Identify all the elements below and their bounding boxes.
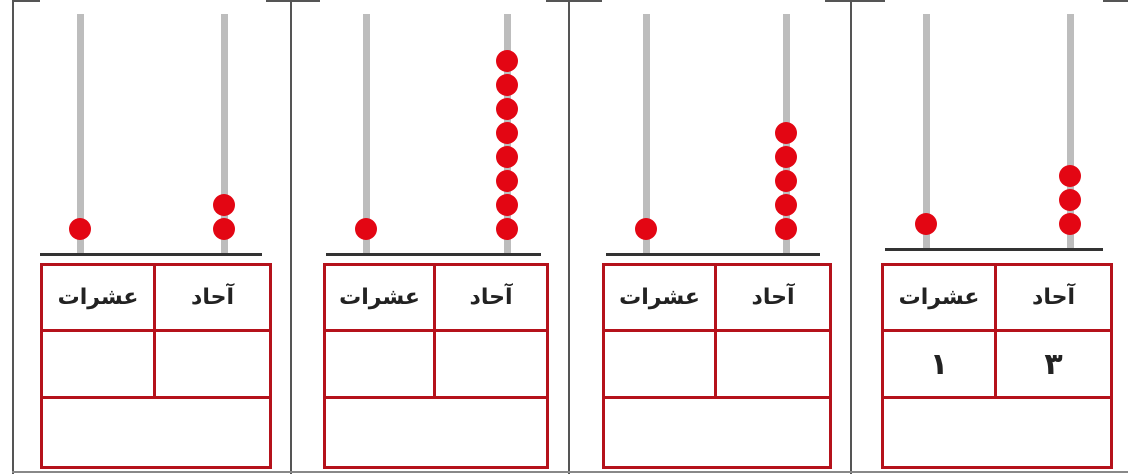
- tens-header: عشرات: [605, 266, 717, 329]
- ones-bead: [496, 146, 518, 168]
- table-header-row: عشرات آحاد: [326, 266, 546, 329]
- table-value-row: [326, 329, 546, 396]
- abacus-base: [885, 248, 1103, 251]
- tens-bead: [355, 218, 377, 240]
- tens-value-cell[interactable]: [326, 329, 436, 396]
- ones-header: آحاد: [191, 285, 234, 310]
- tens-bead: [915, 213, 937, 235]
- frame-top-segment: [12, 0, 40, 2]
- table-header-row: عشرات آحاد: [43, 266, 269, 329]
- tens-bead: [69, 218, 91, 240]
- ones-value-cell[interactable]: [436, 329, 546, 396]
- panel-divider: [290, 0, 292, 474]
- tens-rod: [923, 14, 930, 248]
- abacus-base: [40, 253, 262, 256]
- tens-header: عشرات: [884, 266, 997, 329]
- table-total-row: [326, 396, 546, 466]
- ones-bead: [1059, 189, 1081, 211]
- ones-bead: [496, 218, 518, 240]
- table-header-row: عشرات آحاد: [884, 266, 1110, 329]
- table-total-row: [43, 396, 269, 466]
- table-total-row: [605, 396, 829, 466]
- ones-bead: [775, 194, 797, 216]
- ones-bead: [1059, 165, 1081, 187]
- frame-top-segment: [546, 0, 602, 2]
- ones-bead: [1059, 213, 1081, 235]
- frame-bottom-edge: [12, 471, 1128, 473]
- table-value-row: [605, 329, 829, 396]
- tens-value-cell[interactable]: [605, 329, 717, 396]
- frame-top-segment: [825, 0, 885, 2]
- ones-header: آحاد: [1032, 285, 1075, 310]
- tens-rod: [363, 14, 370, 253]
- panel-divider: [568, 0, 570, 474]
- frame-top-segment: [1103, 0, 1128, 2]
- ones-bead: [496, 170, 518, 192]
- ones-value-cell[interactable]: [717, 329, 829, 396]
- tens-header: عشرات: [326, 266, 436, 329]
- tens-header: عشرات: [43, 266, 156, 329]
- number-answer-cell[interactable]: [605, 396, 829, 466]
- ones-value-cell[interactable]: [156, 329, 269, 396]
- ones-bead: [496, 50, 518, 72]
- tens-rod: [77, 14, 84, 253]
- ones-value-cell[interactable]: ٣: [997, 329, 1110, 396]
- ones-bead: [213, 218, 235, 240]
- ones-bead: [213, 194, 235, 216]
- table-total-row: [884, 396, 1110, 466]
- abacus-base: [326, 253, 541, 256]
- abacus-base: [606, 253, 820, 256]
- place-value-table: عشرات آحاد: [40, 263, 272, 469]
- panel-divider: [12, 0, 14, 474]
- frame-top-segment: [266, 0, 320, 2]
- number-answer-cell[interactable]: [326, 396, 546, 466]
- number-answer-cell[interactable]: [884, 396, 1110, 466]
- ones-bead: [496, 194, 518, 216]
- tens-bead: [635, 218, 657, 240]
- ones-bead: [775, 146, 797, 168]
- table-header-row: عشرات آحاد: [605, 266, 829, 329]
- ones-header: آحاد: [469, 285, 513, 310]
- ones-header: آحاد: [751, 285, 795, 310]
- tens-rod: [643, 14, 650, 253]
- place-value-table: عشرات آحاد: [602, 263, 832, 469]
- ones-bead: [496, 122, 518, 144]
- ones-bead: [775, 170, 797, 192]
- tens-value-cell[interactable]: [43, 329, 156, 396]
- tens-value-cell[interactable]: ١: [884, 329, 997, 396]
- panel-divider: [850, 0, 852, 474]
- ones-bead: [775, 218, 797, 240]
- place-value-table: عشرات آحاد: [323, 263, 549, 469]
- table-value-row: [43, 329, 269, 396]
- ones-bead: [496, 98, 518, 120]
- ones-rod: [221, 14, 228, 253]
- ones-rod: [1067, 14, 1074, 248]
- ones-bead: [496, 74, 518, 96]
- number-answer-cell[interactable]: [43, 396, 269, 466]
- ones-bead: [775, 122, 797, 144]
